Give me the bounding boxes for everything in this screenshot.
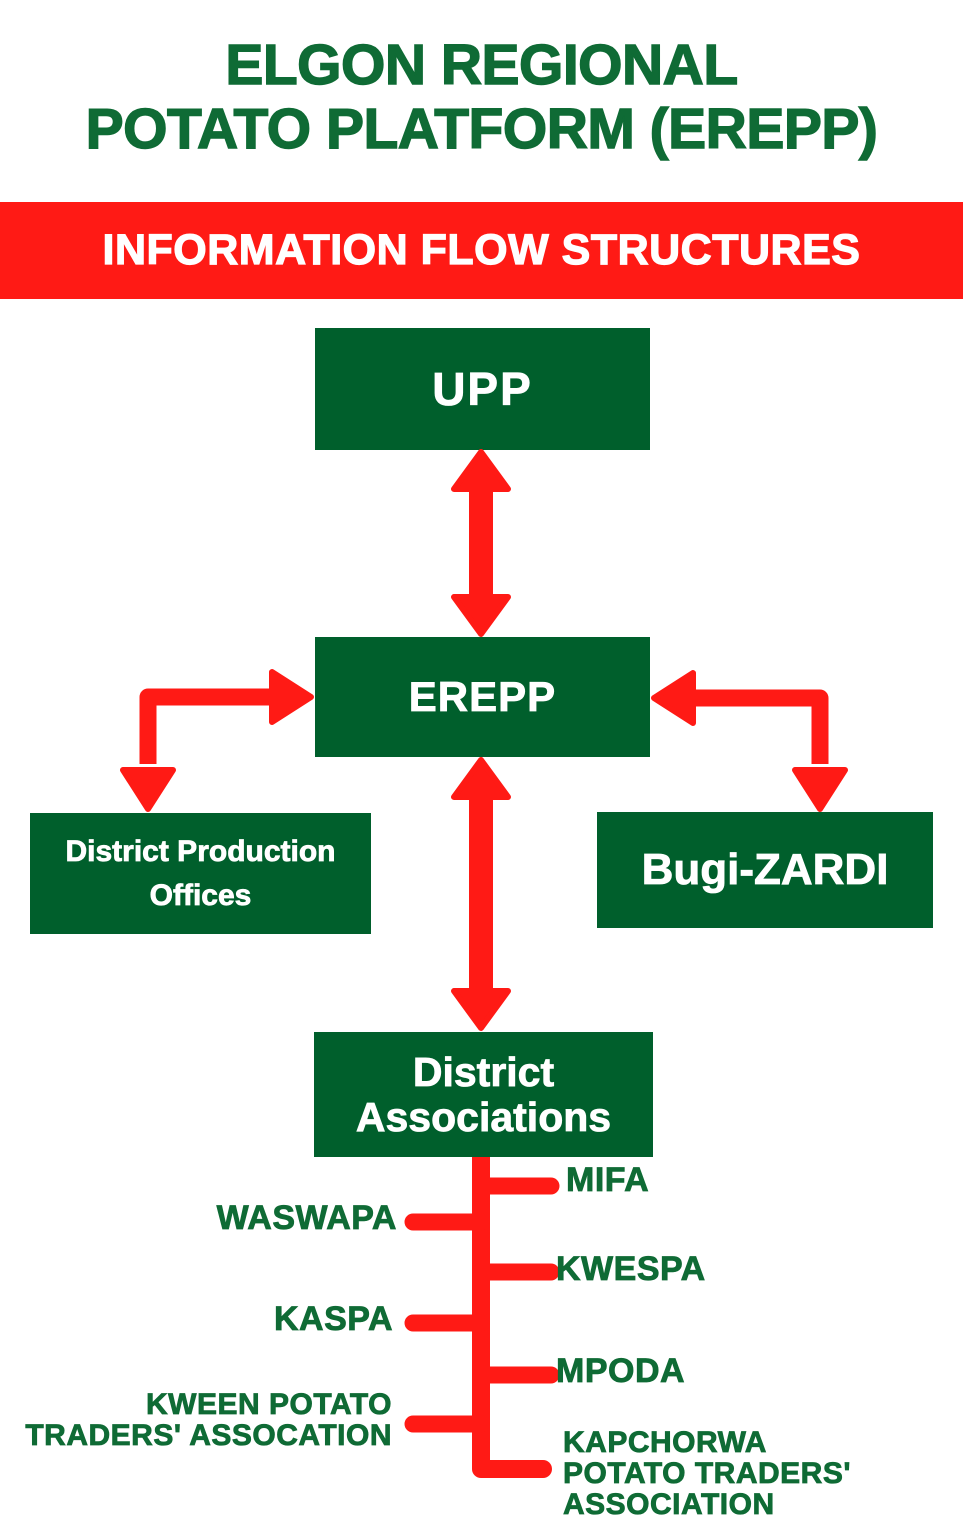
page-title: ELGON REGIONAL POTATO PLATFORM (EREPP) [85,32,879,161]
arrow-erepp-bugi-zardi-icon [651,670,848,812]
association-label-kween-potato-traders: KWEEN POTATO TRADERS' ASSOCATION [25,1388,392,1453]
banner: INFORMATION FLOW STRUCTURES [0,202,963,299]
node-district-production-offices-label: District Production Offices [65,835,336,912]
double-arrow-erepp-district-associations-icon [451,757,511,1031]
association-label-kaspa: KASPA [274,1300,393,1338]
banner-label: INFORMATION FLOW STRUCTURES [102,225,861,274]
association-label-kwespa: KWESPA [556,1250,706,1288]
node-upp-label: UPP [432,363,533,416]
association-label-kapchorwa-potato-traders: KAPCHORWA POTATO TRADERS' ASSOCIATION [563,1426,851,1522]
node-erepp: EREPP [315,637,650,757]
node-bugi-zardi: Bugi-ZARDI [597,812,933,928]
association-label-waswapa: WASWAPA [216,1199,397,1237]
node-district-production-offices: District Production Offices [30,813,371,934]
associations-tree-connector-icon [404,1157,560,1478]
association-label-mpoda: MPODA [556,1352,686,1390]
arrow-erepp-district-production-offices-icon [120,669,314,812]
node-upp: UPP [315,328,650,450]
node-erepp-label: EREPP [408,673,557,721]
node-bugi-zardi-label: Bugi-ZARDI [641,845,889,895]
association-label-mifa: MIFA [566,1161,650,1199]
node-district-associations: District Associations [314,1032,653,1157]
node-district-associations-label: District Associations [355,1049,612,1140]
double-arrow-upp-erepp-icon [451,449,511,637]
